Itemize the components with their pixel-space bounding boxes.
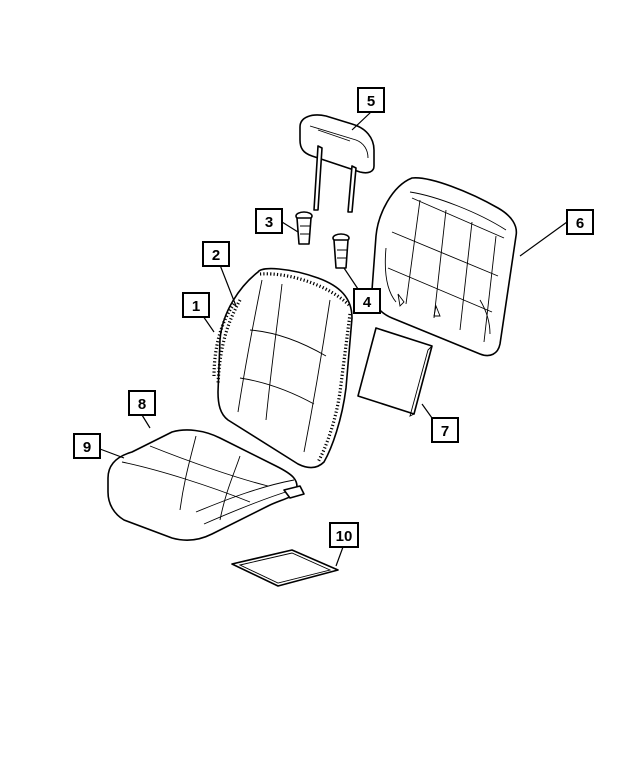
callout-2-label: 2 (212, 247, 220, 264)
callout-1-label: 1 (192, 298, 200, 315)
seat-back-side-trim (212, 303, 236, 377)
callout-8-label: 8 (138, 396, 146, 413)
leader-2 (219, 264, 237, 307)
leader-4 (343, 267, 359, 290)
headrest-guide-right (332, 233, 350, 269)
callout-3: 3 (255, 208, 283, 234)
callout-10-label: 10 (336, 528, 353, 545)
seat-back-cover (216, 267, 353, 469)
callout-5-label: 5 (367, 93, 375, 110)
callout-10: 10 (329, 522, 359, 548)
callout-1: 1 (182, 292, 210, 318)
callout-6-label: 6 (576, 215, 584, 232)
leader-10 (335, 546, 344, 567)
headrest-guide-left (295, 211, 313, 245)
callout-4-label: 4 (363, 294, 372, 311)
leader-9 (99, 448, 125, 459)
callout-2: 2 (202, 241, 230, 267)
seat-cushion-cover (107, 429, 305, 541)
seat-back-panel (371, 177, 518, 357)
leader-1 (202, 315, 215, 333)
callout-9: 9 (73, 433, 101, 459)
leader-8 (141, 414, 151, 429)
leader-3 (281, 221, 299, 233)
headrest (299, 114, 375, 213)
leader-6 (519, 221, 568, 257)
seat-back-pad (357, 327, 433, 417)
leader-7 (421, 403, 433, 419)
leader-5 (351, 111, 372, 131)
callout-5: 5 (357, 87, 385, 113)
callout-7: 7 (431, 417, 459, 443)
callout-4: 4 (353, 288, 381, 314)
callout-6: 6 (566, 209, 594, 235)
callout-8: 8 (128, 390, 156, 416)
callout-9-label: 9 (83, 439, 91, 456)
seat-cushion-pad (231, 549, 339, 587)
callout-3-label: 3 (265, 214, 273, 231)
callout-7-label: 7 (441, 423, 449, 440)
leader-lines (99, 111, 568, 567)
